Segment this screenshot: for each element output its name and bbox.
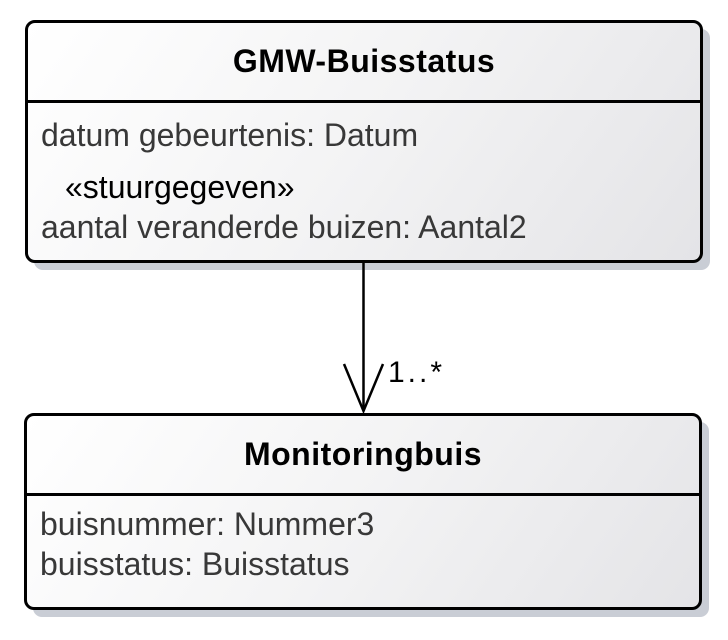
attribute-compartment: buisnummer: Nummer3 buisstatus: Buisstat… — [27, 496, 699, 584]
class-gmw-buisstatus[interactable]: GMW-Buisstatus datum gebeurtenis: Datum … — [25, 20, 703, 263]
attribute-aantal-veranderde-buizen: aantal veranderde buizen: Aantal2 — [41, 209, 527, 245]
class-title-monitoringbuis: Monitoringbuis — [27, 416, 699, 496]
stereotype-stuurgegeven: «stuurgegeven» — [65, 169, 295, 205]
class-title-gmw-buisstatus: GMW-Buisstatus — [28, 23, 700, 103]
multiplicity-label: 1..* — [388, 356, 446, 389]
attribute-compartment: datum gebeurtenis: Datum «stuurgegeven» … — [28, 103, 700, 247]
attribute-buisnummer: buisnummer: Nummer3 — [40, 506, 375, 542]
class-monitoringbuis[interactable]: Monitoringbuis buisnummer: Nummer3 buiss… — [24, 413, 702, 610]
attribute-datum-gebeurtenis: datum gebeurtenis: Datum — [41, 117, 419, 153]
attribute-buisstatus: buisstatus: Buisstatus — [40, 546, 350, 582]
